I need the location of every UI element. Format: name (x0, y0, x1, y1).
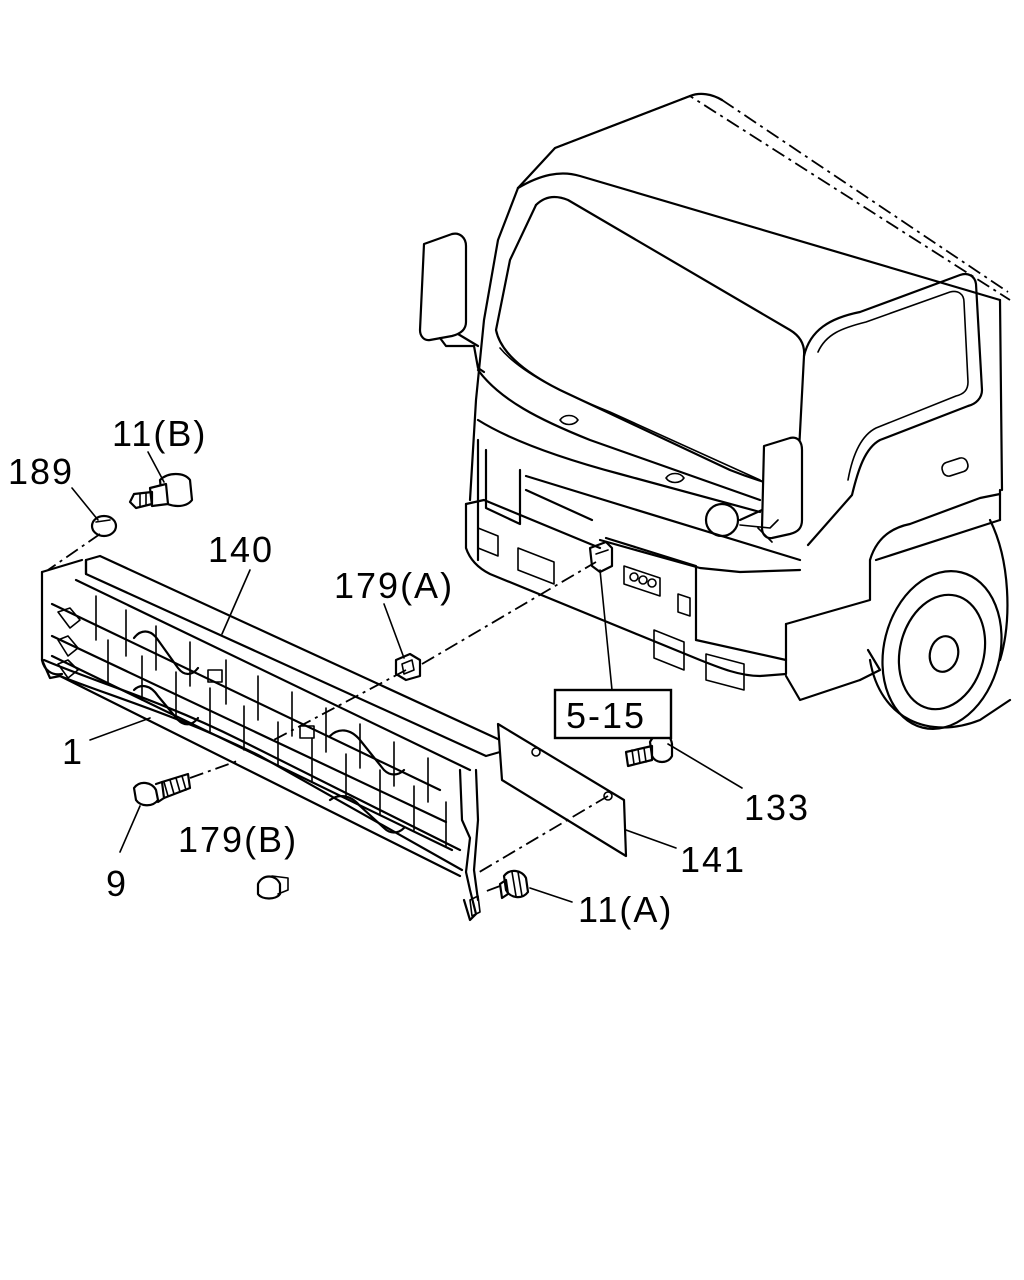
grille-bracket (469, 895, 481, 917)
label-11b: 11(B) (112, 413, 207, 454)
part-11b-clip (128, 472, 194, 510)
label-11a: 11(A) (578, 889, 673, 930)
label-140: 140 (208, 529, 274, 570)
label-9: 9 (106, 863, 128, 904)
front-grille (40, 554, 502, 922)
assembly-lines (47, 533, 609, 893)
label-141: 141 (680, 839, 746, 880)
part-141-plate (496, 722, 628, 858)
part-179b-clip (256, 875, 289, 900)
part-labels: 11(B) 189 140 179(A) 1 5-15 133 179(B) 1… (8, 413, 810, 930)
part-189-cap (90, 514, 118, 538)
leader-lines (71, 451, 743, 903)
part-9-screw (132, 772, 192, 807)
label-189: 189 (8, 451, 74, 492)
truck-cab (418, 92, 1012, 730)
ref-box-5-15 (553, 688, 673, 740)
label-5-15: 5-15 (566, 695, 646, 736)
label-1: 1 (62, 731, 84, 772)
part-11a-clip (498, 869, 530, 900)
part-179a-nut (394, 652, 422, 682)
label-179b: 179(B) (178, 819, 298, 860)
grille-slats (95, 595, 447, 847)
label-133: 133 (744, 787, 810, 828)
label-179a: 179(A) (334, 565, 454, 606)
